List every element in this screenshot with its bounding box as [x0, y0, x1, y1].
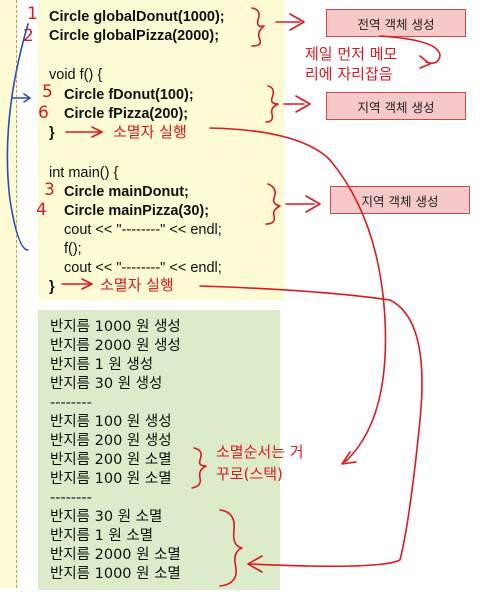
output-line: 반지름 1000 원 생성 — [50, 319, 181, 335]
callout-global-object: 전역 객체 생성 — [326, 9, 466, 37]
code-int-main: int main() { — [49, 165, 119, 181]
code-void-f: void f() { — [49, 67, 103, 83]
code-cout-1: cout << "--------" << endl; — [64, 222, 222, 238]
code-close-f: } — [49, 125, 55, 141]
annotation-number-1: 1 — [27, 4, 38, 24]
output-line: 반지름 30 원 생성 — [50, 376, 163, 392]
code-call-f: f(); — [64, 241, 82, 257]
code-global-donut: Circle globalDonut(1000); — [49, 9, 225, 25]
output-line: 반지름 200 원 생성 — [50, 433, 172, 449]
code-f-donut: Circle fDonut(100); — [64, 87, 194, 103]
code-main-pizza: Circle mainPizza(30); — [64, 203, 210, 219]
left-strip — [0, 0, 17, 588]
output-line: 반지름 30 원 소멸 — [50, 509, 163, 525]
callout-global-label: 전역 객체 생성 — [357, 16, 435, 32]
output-separator: -------- — [50, 395, 92, 411]
output-line: 반지름 100 원 소멸 — [50, 471, 172, 487]
code-main-donut: Circle mainDonut; — [64, 184, 189, 200]
code-close-main: } — [49, 279, 55, 295]
output-separator: -------- — [50, 490, 92, 506]
annotation-reverse-order-1: 소멸순서는 거 — [216, 443, 304, 461]
output-line: 반지름 1000 원 소멸 — [50, 566, 181, 582]
annotation-reverse-order-2: 꾸로(스택) — [216, 465, 283, 483]
annotation-destructor-f: 소멸자 실행 — [113, 123, 187, 141]
output-line: 반지름 1 원 소멸 — [50, 528, 154, 544]
annotation-first-in-memory-1: 제일 먼저 메모 — [305, 45, 398, 63]
annotation-number-2: 2 — [23, 26, 34, 46]
code-f-pizza: Circle fPizza(200); — [64, 106, 189, 122]
annotation-number-6: 6 — [38, 103, 49, 123]
callout-local-main-label: 지역 객체 생성 — [361, 193, 439, 209]
code-global-pizza: Circle globalPizza(2000); — [49, 28, 220, 44]
output-line: 반지름 2000 원 소멸 — [50, 547, 181, 563]
output-line: 반지름 2000 원 생성 — [50, 338, 181, 354]
annotation-destructor-main: 소멸자 실행 — [100, 276, 174, 294]
output-line: 반지름 100 원 생성 — [50, 414, 172, 430]
callout-local-f-label: 지역 객체 생성 — [357, 99, 435, 115]
annotation-number-5: 5 — [42, 82, 53, 102]
output-line: 반지름 200 원 소멸 — [50, 452, 172, 468]
output-line: 반지름 1 원 생성 — [50, 357, 154, 373]
callout-local-f-object: 지역 객체 생성 — [326, 92, 466, 120]
annotation-first-in-memory-2: 리에 자리잡음 — [305, 65, 393, 83]
annotation-number-3: 3 — [44, 180, 55, 200]
annotation-number-4: 4 — [36, 200, 47, 220]
callout-local-main-object: 지역 객체 생성 — [330, 186, 470, 214]
